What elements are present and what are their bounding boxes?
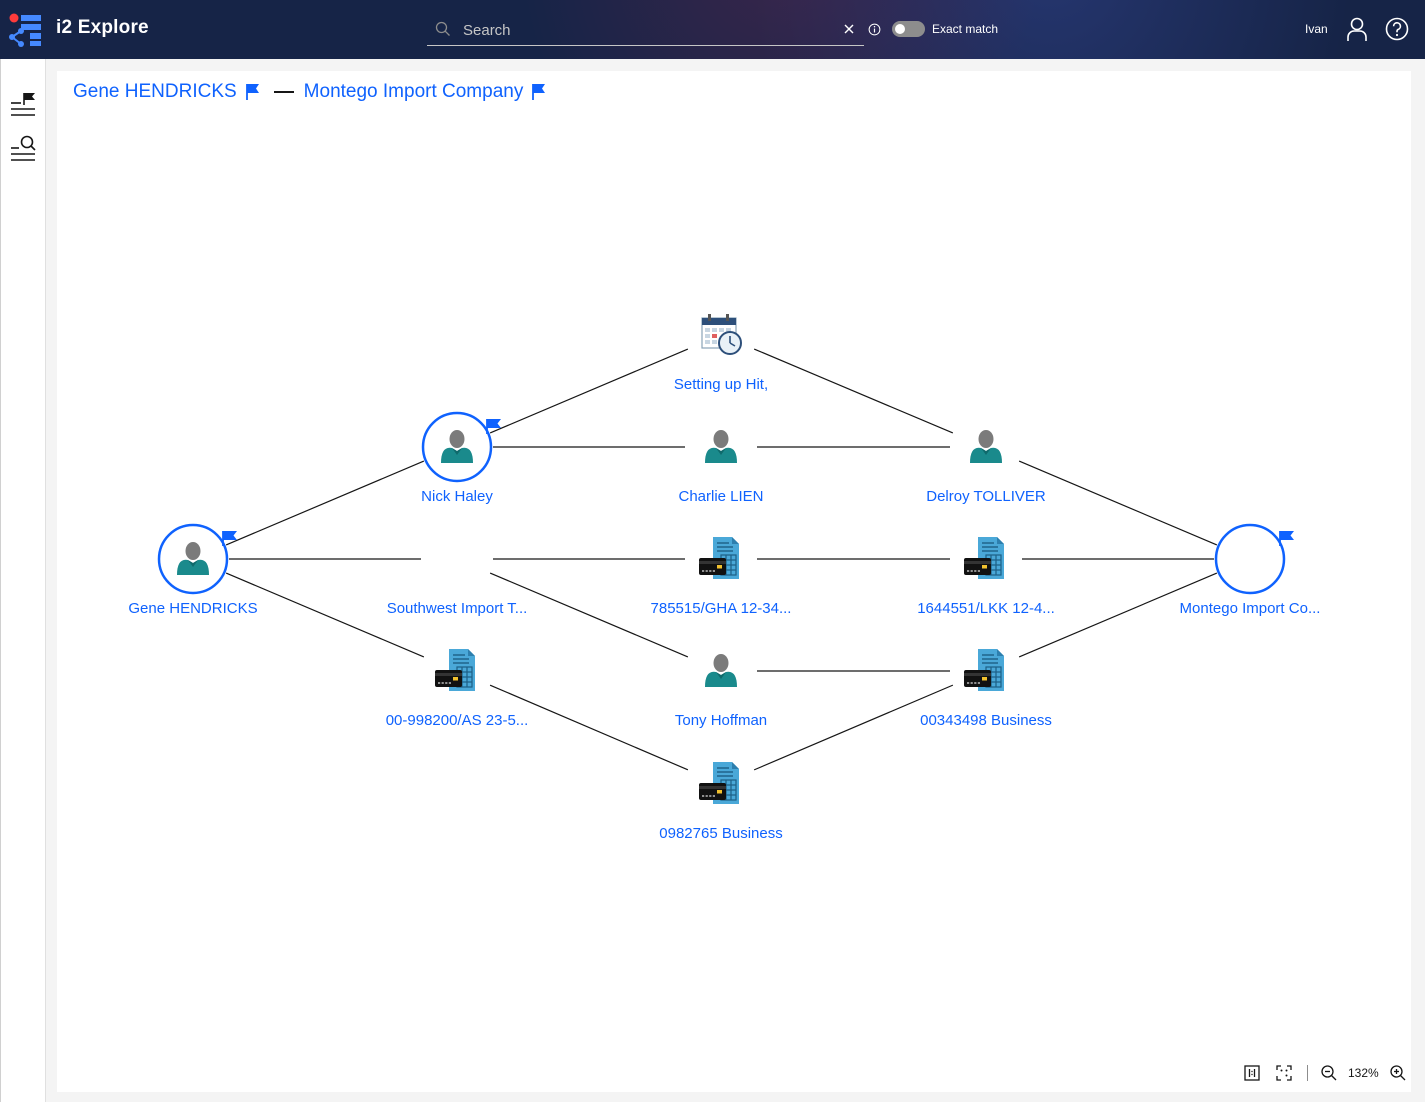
graph-link-southwest-import-tony-hoffman[interactable] [489,572,689,658]
graph-link-gene-hendricks-nick-haley[interactable] [225,460,425,546]
account-icon [434,648,476,692]
graph-link-delroy-tolliver-montego-import[interactable] [1018,460,1218,546]
zoom-in-icon[interactable] [1389,1064,1407,1082]
person-icon [970,430,1002,463]
graph-node-nick-haley[interactable]: Nick Haley [421,411,502,505]
node-label[interactable]: Setting up Hit, [674,376,768,393]
node-label[interactable]: Southwest Import T... [387,600,528,617]
graph-link-nick-haley-setting-up-hit[interactable] [489,348,689,434]
help-icon[interactable] [1385,17,1409,41]
top-bar: i2 Explore Exact match Ivan [0,0,1425,59]
account-icon [698,536,740,580]
account-icon [963,648,1005,692]
breadcrumb-from[interactable]: Gene HENDRICKS [73,81,237,102]
graph-node-tony-hoffman[interactable]: Tony Hoffman [675,654,767,729]
graph-node-southwest-import[interactable]: Southwest Import T... [387,600,528,617]
account-icon [963,536,1005,580]
i2-logo-icon [9,13,41,47]
node-label[interactable]: Charlie LIEN [678,488,763,505]
node-label[interactable]: 0982765 Business [659,825,782,842]
node-label[interactable]: Gene HENDRICKS [128,600,257,617]
graph-node-gene-hendricks[interactable]: Gene HENDRICKS [128,523,258,617]
graph-node-acct-0982765[interactable]: 0982765 Business [659,761,783,842]
breadcrumb: Gene HENDRICKS Montego Import Company [73,80,566,104]
close-icon[interactable] [841,21,857,37]
graph-node-delroy-tolliver[interactable]: Delroy TOLLIVER [926,430,1046,505]
info-icon[interactable] [868,23,881,36]
selection-ring [1214,523,1286,595]
node-label[interactable]: 785515/GHA 12-34... [651,600,792,617]
graph-link-setting-up-hit-delroy-tolliver[interactable] [753,348,954,434]
toggle-knob [895,24,905,34]
node-label[interactable]: Tony Hoffman [675,712,767,729]
sidebar [0,59,46,1102]
node-label[interactable]: Nick Haley [421,488,493,505]
fit-to-window-icon[interactable] [1275,1064,1293,1082]
flag-icon [1279,530,1295,547]
node-label[interactable]: 00343498 Business [920,712,1052,729]
search-input[interactable] [463,18,833,42]
search-list-icon[interactable] [9,134,39,164]
exact-match-label: Exact match [932,22,999,36]
person-icon [705,430,737,463]
search-icon [435,21,450,36]
user-icon[interactable] [1345,16,1369,42]
node-label[interactable]: 00-998200/AS 23-5... [386,712,529,729]
flag-icon [532,84,546,100]
zoom-level: 132% [1348,1066,1379,1080]
actual-size-icon[interactable] [1243,1064,1261,1082]
results-panel: Setting up Hit, Nick Haley Charlie LIEN Del… [57,71,1411,1092]
graph-node-charlie-lien[interactable]: Charlie LIEN [678,430,764,505]
links-layer [225,348,1218,771]
zoom-toolbar: 132% [1243,1063,1407,1083]
graph-node-acct-785515[interactable]: 785515/GHA 12-34... [651,536,792,617]
flag-icon [245,84,259,100]
network-graph[interactable]: Setting up Hit, Nick Haley Charlie LIEN Del… [57,71,1411,1092]
event-icon [701,313,742,355]
node-label[interactable]: Montego Import Co... [1180,600,1321,617]
graph-link-acct-00343498-montego-import[interactable] [1018,572,1218,658]
graph-link-acct-00-998200-acct-0982765[interactable] [489,684,689,771]
breadcrumb-connector [273,91,294,93]
exact-match-toggle[interactable] [892,21,925,37]
node-label[interactable]: 1644551/LKK 12-4... [917,600,1055,617]
graph-link-gene-hendricks-acct-00-998200[interactable] [225,572,425,658]
toolbar-divider [1307,1065,1308,1081]
breadcrumb-to[interactable]: Montego Import Company [303,81,524,102]
user-name: Ivan [1305,22,1328,36]
search-bar [427,14,864,46]
graph-node-acct-00-998200[interactable]: 00-998200/AS 23-5... [386,648,529,729]
graph-node-acct-00343498[interactable]: 00343498 Business [920,648,1052,729]
graph-link-acct-0982765-acct-00343498[interactable] [753,684,954,771]
graph-node-montego-import[interactable]: Montego Import Co... [1180,523,1321,617]
graph-node-acct-1644551[interactable]: 1644551/LKK 12-4... [917,536,1055,617]
graph-node-setting-up-hit[interactable]: Setting up Hit, [674,313,768,393]
nodes-layer: Setting up Hit, Nick Haley Charlie LIEN Del… [128,313,1321,842]
account-icon [698,761,740,805]
person-icon [705,654,737,687]
node-label[interactable]: Delroy TOLLIVER [926,488,1046,505]
zoom-out-icon[interactable] [1320,1064,1338,1082]
flagged-list-icon[interactable] [9,89,39,119]
app-title: i2 Explore [56,17,149,38]
